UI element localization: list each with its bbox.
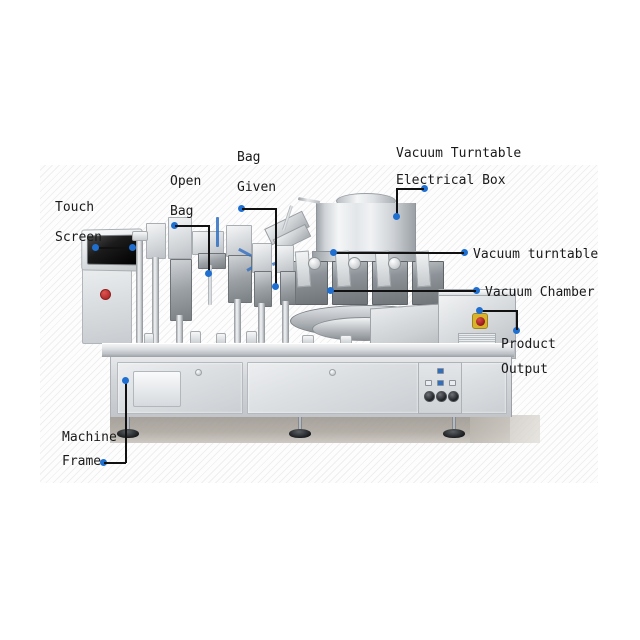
label-vacuum-turntable: Vacuum turntable (473, 247, 599, 262)
operator-control-panel[interactable] (418, 362, 462, 414)
label-product-output-line2: Output (501, 362, 548, 377)
bag-opener-column (170, 259, 192, 321)
leader-line-bag-given-v (275, 208, 277, 286)
pneumatic-line (216, 217, 219, 247)
chamber-gauge (388, 257, 401, 270)
control-knob[interactable] (448, 391, 459, 402)
label-machine-frame-line1: Machine (62, 430, 117, 445)
label-vacuum-chamber: Vacuum Chamber (485, 285, 595, 300)
guide-post-cap (132, 231, 148, 241)
bag-opener-post (176, 315, 183, 343)
feeder-head (146, 223, 166, 259)
guide-post (136, 237, 143, 343)
status-light (425, 380, 432, 386)
station-column (280, 271, 296, 305)
cabinet-latch[interactable] (329, 369, 336, 376)
chamber-clamp (294, 250, 312, 288)
emergency-stop-button[interactable] (472, 313, 488, 329)
leader-dot-touch-screen-target (129, 244, 136, 251)
leader-dot-touch-screen-text (92, 244, 99, 251)
machine-foot (289, 429, 311, 438)
machine-foot (117, 429, 139, 438)
control-knob[interactable] (424, 391, 435, 402)
leader-dot-machine-frame-text (100, 459, 107, 466)
leader-line-bag-given-h (242, 208, 276, 210)
machine-leg (298, 417, 302, 431)
label-vacuum-turntable-electrical-box-line1: Vacuum Turntable (396, 146, 522, 161)
leader-dot-electrical-box-text (421, 185, 428, 192)
leader-line-open-bag-h (175, 225, 209, 227)
gripper-post (258, 303, 265, 343)
gripper-column (254, 271, 272, 307)
machine-leg (452, 417, 456, 431)
leader-line-touch-screen (96, 247, 132, 249)
leader-line-machine-frame-h (104, 462, 126, 464)
label-touch-screen-line2: Screen (55, 230, 102, 245)
chamber-gauge (308, 257, 321, 270)
leader-dot-vacuum-turntable-target (330, 249, 337, 256)
chamber-clamp (414, 250, 432, 288)
leader-dot-electrical-box-target (393, 213, 400, 220)
transfer-arm (198, 253, 226, 269)
floor-shadow (110, 415, 510, 443)
label-vacuum-turntable-electrical-box-line2: Electrical Box (396, 173, 506, 188)
leader-line-electrical-box-h (396, 188, 424, 190)
bag-given-column (228, 255, 252, 303)
floor-shadow-right (470, 415, 540, 443)
feeder-post (152, 257, 159, 343)
cabinet-window (133, 371, 181, 407)
label-touch-screen-line1: Touch (55, 200, 95, 215)
leader-dot-machine-frame-target (122, 377, 129, 384)
cabinet-latch[interactable] (195, 369, 202, 376)
feeder-tube (297, 197, 321, 204)
leader-line-open-bag-v (208, 225, 210, 273)
station-post (282, 301, 289, 343)
status-light (449, 380, 456, 386)
label-bag-given-line2: Given (237, 180, 277, 195)
label-machine-frame-line2: Frame (62, 454, 102, 469)
leader-dot-product-output-text (513, 327, 520, 334)
bag-given-post (234, 299, 241, 343)
pedestal-indicator (100, 289, 111, 300)
machine-deck-edge (102, 353, 514, 357)
packaging-machine-illustration (40, 165, 598, 483)
leader-dot-vacuum-chamber-target (327, 287, 334, 294)
leader-line-machine-frame-v (125, 380, 127, 463)
emergency-stop-icon (475, 316, 485, 326)
leader-dot-bag-given-text (238, 205, 245, 212)
control-knob[interactable] (436, 391, 447, 402)
chamber-clamp (334, 250, 352, 288)
chamber-gauge (348, 257, 361, 270)
leader-dot-vacuum-turntable-text (461, 249, 468, 256)
station-housing (276, 245, 294, 273)
leader-line-electrical-box-v (396, 188, 398, 216)
status-light (437, 380, 444, 386)
gripper-housing (252, 243, 272, 273)
leader-dot-bag-given-target (272, 283, 279, 290)
transfer-shaft (208, 265, 212, 305)
machine-foot (443, 429, 465, 438)
leader-line-product-output-h (479, 310, 518, 312)
label-product-output-line1: Product (501, 337, 556, 352)
status-light (437, 368, 444, 374)
chamber-clamp (374, 250, 392, 288)
leader-line-vacuum-turntable (333, 252, 464, 254)
leader-line-vacuum-chamber (330, 290, 476, 292)
leader-line-product-output-v (516, 310, 518, 330)
machine-leg (126, 417, 130, 431)
label-bag-given-line1: Bag (237, 150, 261, 165)
leader-dot-product-output-target (476, 307, 483, 314)
vacuum-turntable-drum (316, 203, 416, 255)
leader-dot-open-bag-text (171, 222, 178, 229)
leader-dot-vacuum-chamber-text (473, 287, 480, 294)
leader-dot-open-bag-target (205, 270, 212, 277)
label-open-bag-line2: Bag (170, 204, 194, 219)
label-open-bag-line1: Open (170, 174, 202, 189)
